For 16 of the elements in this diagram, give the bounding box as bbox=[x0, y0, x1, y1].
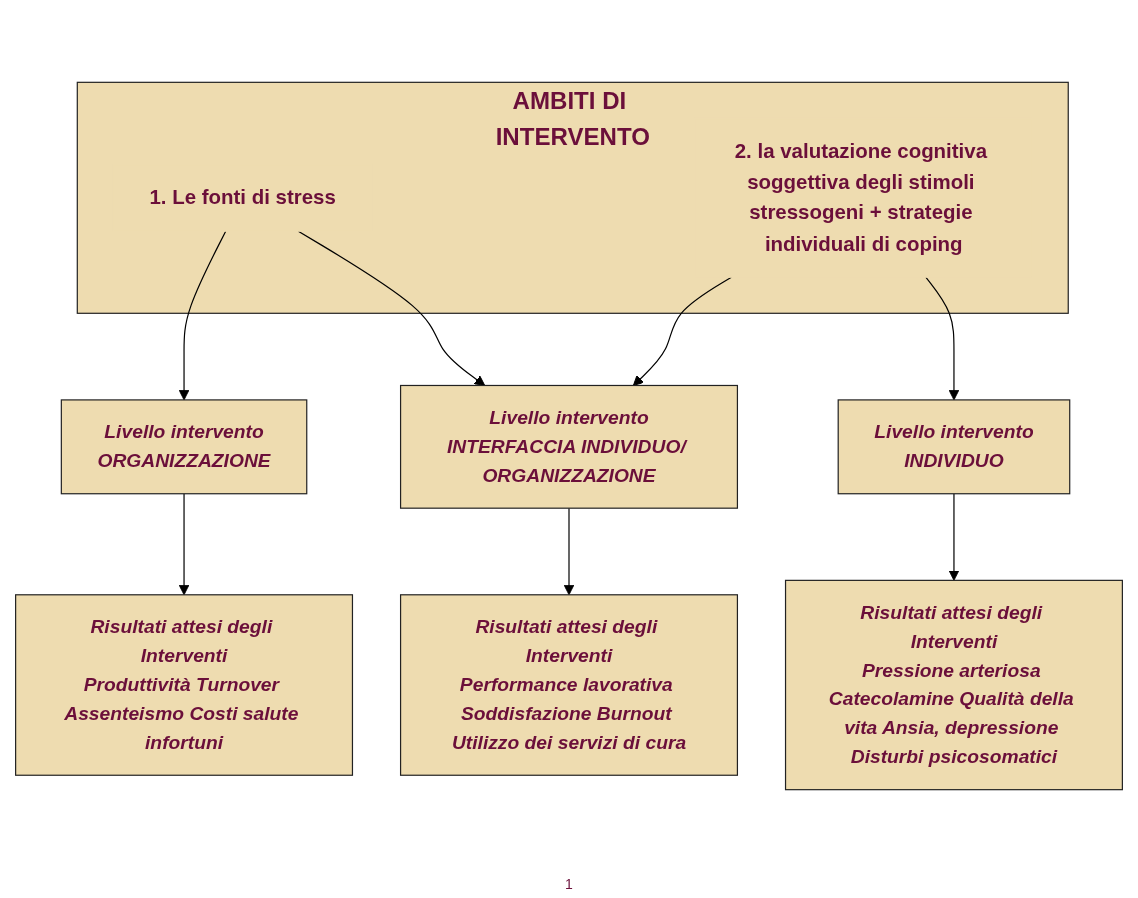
node-box: Risultati attesi degli Interventi Pressione arteriosa Catecolamine Qualità della vita Ansia, depressione Disturbi psicosomatici bbox=[784, 579, 1123, 791]
arrow bbox=[948, 493, 960, 581]
arrow bbox=[632, 276, 732, 386]
node-box: Livello intervento INTERFACCIA INDIVIDUO/ ORGANIZZAZIONE bbox=[399, 384, 738, 509]
arrow bbox=[178, 493, 190, 596]
page-number: 1 bbox=[565, 876, 573, 892]
node-box: Risultati attesi degli Interventi Produttività Turnover Assenteismo Costi salute infortuni bbox=[15, 594, 354, 776]
node-box: Livello intervento ORGANIZZAZIONE bbox=[60, 399, 308, 495]
node-box: Livello intervento INDIVIDUO bbox=[837, 399, 1071, 495]
arrow bbox=[297, 230, 486, 386]
node-text: 1. Le fonti di stress bbox=[149, 186, 336, 209]
node-box: Risultati attesi degli Interventi Performance lavorativa Soddisfazione Burnout Utilizzo dei servizi di cura bbox=[399, 594, 738, 776]
arrow bbox=[178, 230, 227, 401]
arrow bbox=[563, 507, 575, 596]
node-text: 2. la valutazione cognitiva soggettiva degli stimoli stressogeni + strategie individuali di coping bbox=[734, 140, 988, 255]
arrow bbox=[925, 276, 960, 401]
